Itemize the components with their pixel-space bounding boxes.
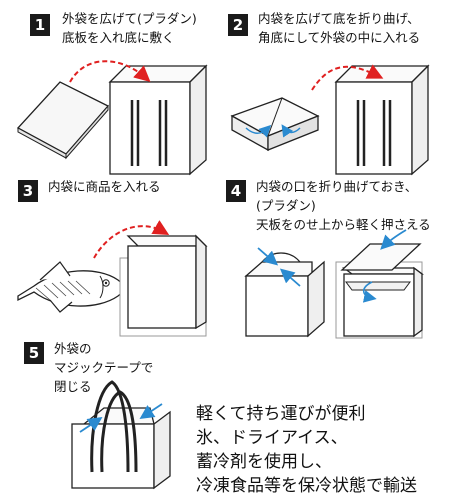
tagline-line-3: 蓄冷剤を使用し、 [196,452,332,472]
step-2-text: 内袋を広げて底を折り曲げ、 角底にして外袋の中に入れる [258,11,421,45]
step-4-badge: 4 [226,180,246,202]
insert-inner-bag-arrow [311,64,384,91]
step-2-badge: 2 [228,14,248,36]
top-board-illustration [335,243,424,339]
outer-bag-open-illustration [108,64,208,176]
inner-bag-folded-illustration [230,97,320,152]
product-tagline: 軽くて持ち運びが便利 氷、ドライアイス、 蓄冷剤を使用し、 冷凍食品等を保冷状態… [196,402,417,498]
fold-arrow-left [245,124,272,138]
step-3-text: 内袋に商品を入れる [48,179,161,194]
press-top-arrow [380,229,407,250]
bottom-board-illustration [16,81,110,160]
step-3-badge: 3 [18,180,38,202]
step-1-text: 外袋を広げて(プラダン) 底板を入れ底に敷く [62,11,197,45]
fish-illustration [17,261,125,313]
step-5-text: 外袋の マジックテープで 閉じる [54,341,154,394]
bag-with-lining-illustration [119,234,208,337]
insert-product-arrow [93,220,170,259]
step-5-badge: 5 [24,342,44,364]
fold-mouth-arrow-2 [279,268,301,287]
step-4-text: 内袋の口を折り曲げておき、 (プラダン) 天板をのせ上から軽く押さえる [256,179,431,232]
folded-mouth-illustration [244,252,325,338]
insert-board-arrow [69,60,151,83]
close-arrow-right [139,403,163,419]
fold-arrow-right [281,124,301,138]
tagline-line-4: 冷凍食品等を保冷状態で輸送 [196,476,417,496]
close-arrow-left [79,417,103,433]
press-inner-arrow [362,281,377,303]
fold-mouth-arrow-1 [257,247,279,266]
outer-bag-illustration-2 [334,64,430,176]
tagline-line-1: 軽くて持ち運びが便利 [196,404,366,424]
step-1-badge: 1 [30,14,50,36]
closed-bag-illustration [71,380,171,490]
tagline-line-2: 氷、ドライアイス、 [196,428,348,448]
